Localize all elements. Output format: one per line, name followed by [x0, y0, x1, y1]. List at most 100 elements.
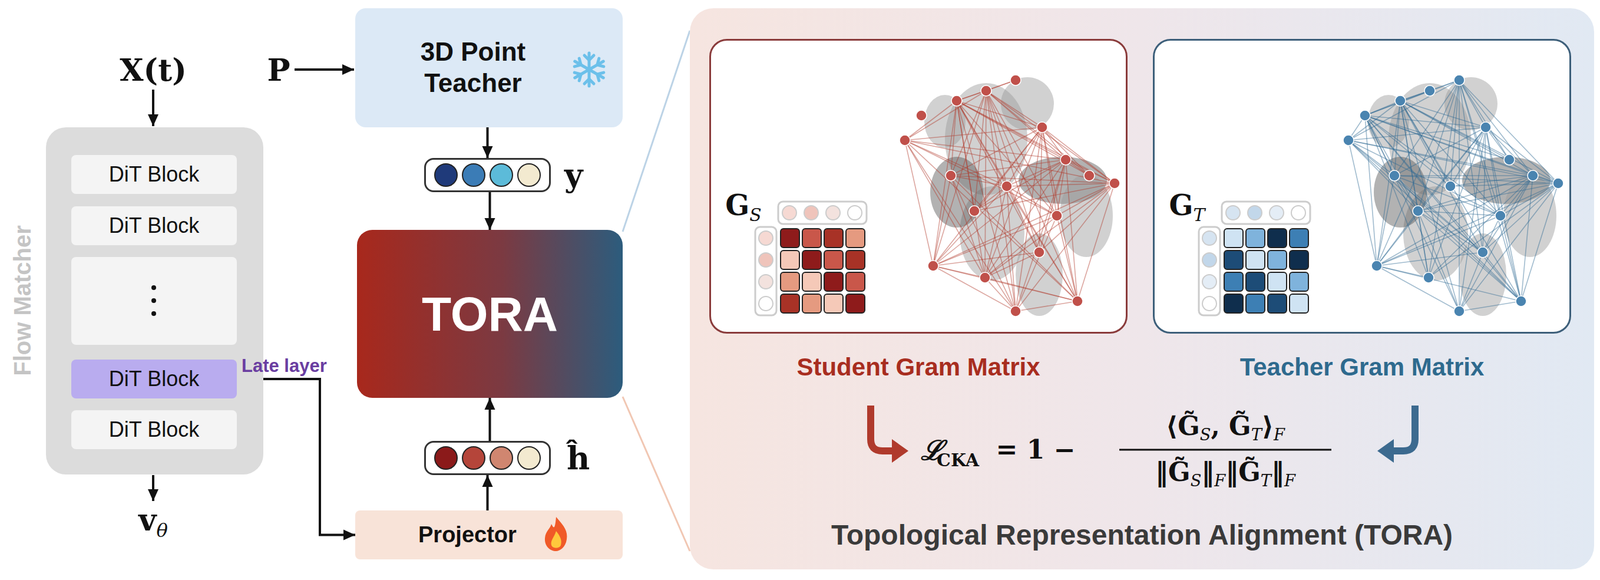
graph-edge [956, 100, 1115, 184]
math-glyph: G̃ [1177, 410, 1200, 441]
graph-edge [933, 215, 1057, 266]
graph-edge [1056, 183, 1115, 216]
graph-edge [1348, 80, 1460, 141]
graph-edge [1417, 210, 1483, 253]
graph-edge [986, 90, 1043, 128]
snowflake-arm [584, 53, 594, 70]
input-arrow [294, 68, 355, 71]
graph-edge [1482, 127, 1486, 253]
math-glyph: T [1193, 204, 1206, 226]
graph-edge [1417, 210, 1522, 302]
math-glyph: X [119, 51, 144, 88]
edge-label: Late layer [241, 355, 327, 377]
graph-edge [974, 186, 1007, 211]
graph-edge [933, 159, 1066, 266]
graph-edge [1056, 215, 1078, 302]
dit-block: DiT Block [71, 154, 237, 194]
point-cloud-figure [755, 74, 1120, 317]
graph-edge [1006, 186, 1057, 216]
graph-point [1343, 134, 1354, 146]
block-label: DiT Block [108, 366, 200, 392]
graph-point [1527, 170, 1539, 181]
matrix-cell [1245, 272, 1265, 292]
graph-edge [1065, 159, 1090, 176]
feature-vector [1198, 226, 1221, 316]
graph-edge [904, 140, 934, 266]
vector-element [804, 205, 819, 220]
formula-part: CKA [936, 449, 980, 471]
input-symbol: P [266, 51, 290, 88]
math-glyph: ‖ [1225, 456, 1239, 487]
shape-silhouette [1000, 77, 1054, 131]
graph-edge [1417, 127, 1486, 211]
matrix-cell [1289, 250, 1309, 270]
graph-edge [1400, 100, 1486, 128]
graph-edge [984, 277, 1078, 302]
graph-point [899, 134, 911, 146]
graph-edge [1348, 140, 1559, 184]
tora-panel: Topological Representation Alignment (TO… [689, 8, 1595, 570]
graph-edge [984, 186, 1007, 278]
math-glyph: F [1273, 425, 1285, 444]
graph-edge [1376, 175, 1395, 266]
graph-edge [1039, 159, 1066, 253]
matrix-cell [845, 250, 865, 270]
ellipsis-dot [151, 285, 157, 290]
graph-edge [950, 175, 1115, 184]
graph-edge [933, 265, 985, 278]
graph-edge [1400, 90, 1430, 101]
math-glyph: − [1053, 434, 1076, 465]
connector-arrow [488, 397, 492, 441]
graph-edge [974, 90, 987, 211]
vector-element [1202, 252, 1217, 267]
graph-edge [1485, 127, 1559, 184]
graph-edge [1400, 100, 1429, 278]
graph-edge [956, 100, 1057, 216]
graph-edge [1394, 100, 1401, 176]
graph-edge [1015, 127, 1043, 312]
vector-element [1202, 230, 1217, 246]
graph-edge [933, 175, 951, 266]
snowflake-arm [584, 69, 594, 87]
graph-edge [950, 175, 985, 278]
graph-edge [1364, 115, 1501, 216]
matrix-cell [1289, 272, 1309, 292]
graph-edge [1364, 115, 1418, 211]
shape-silhouette [1388, 83, 1471, 195]
graph-edge [1348, 140, 1418, 211]
graph-edge [1450, 127, 1486, 187]
math-glyph: F [1214, 471, 1226, 490]
shape-silhouette [1015, 233, 1063, 316]
graph-edge [1348, 140, 1533, 176]
math-glyph: T [1251, 425, 1262, 444]
graph-point [1503, 154, 1515, 165]
snowflake-stroke [584, 78, 594, 84]
flow-arrow [870, 405, 894, 451]
graph-edge [933, 252, 1040, 266]
box-label: Projector [418, 521, 517, 548]
matrix-cell [1224, 272, 1244, 292]
snowflake-stroke [589, 69, 604, 78]
input-arrow [151, 474, 155, 501]
graph-edge [1376, 252, 1483, 266]
graph-edge [1394, 174, 1533, 177]
graph-edge [1348, 140, 1377, 266]
graph-edge [1417, 183, 1559, 211]
shape-silhouette [1444, 77, 1498, 131]
graph-edge [1485, 127, 1522, 302]
graph-edge [986, 90, 1007, 187]
graph-edge [956, 100, 975, 211]
feature-vector [778, 201, 867, 224]
graph-edge [1400, 100, 1451, 187]
graph-point [1552, 177, 1564, 189]
frozen-icon [572, 53, 606, 87]
graph-edge [1521, 175, 1533, 302]
graph-edge [1482, 183, 1559, 253]
shape-silhouette [1403, 186, 1469, 281]
math-glyph: y [564, 156, 583, 194]
math-glyph: ) [172, 51, 187, 88]
shape-silhouette [1459, 233, 1507, 316]
flow-arrow-head [891, 438, 909, 463]
output-symbol: vθ [138, 501, 168, 541]
